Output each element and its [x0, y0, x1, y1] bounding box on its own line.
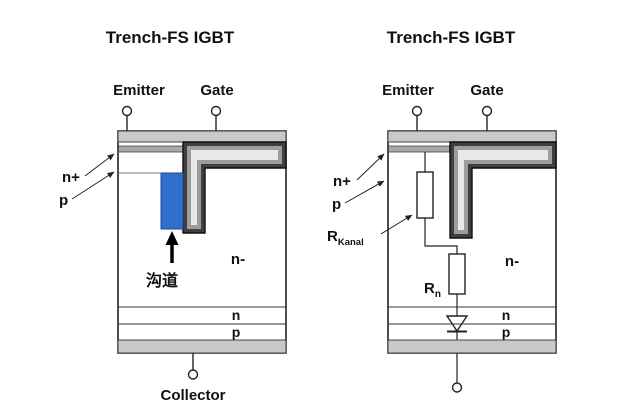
right-pcollector-label: p — [502, 324, 511, 340]
right-collector-terminal-icon — [451, 382, 463, 393]
left-collector-terminal-icon — [187, 369, 199, 380]
right-nplus-callout-arrow — [356, 153, 385, 181]
channel-arrow-head-icon — [165, 231, 179, 245]
rn-label-base: R — [424, 280, 435, 297]
rn-resistor-icon — [448, 253, 466, 295]
right-gate-label: Gate — [470, 82, 503, 99]
rkanal-label-sub: Kanal — [338, 237, 364, 248]
rkanal-label-base: R — [327, 228, 338, 245]
right-emitter-terminal-icon — [411, 105, 423, 117]
right-trench-gate-outer — [449, 141, 557, 239]
right-pbody-callout-arrow — [344, 180, 385, 204]
right-nplus-callout-label: n+ — [333, 173, 351, 190]
left-gate-terminal-icon — [210, 105, 222, 117]
right-nplus-layer — [388, 145, 450, 153]
left-nplus-callout-arrow — [84, 153, 115, 177]
left-ndrift-label: n- — [231, 251, 245, 268]
left-pcollector-label: p — [232, 324, 241, 340]
right-trench-gate-core — [458, 150, 548, 230]
left-collector-label: Collector — [160, 387, 225, 404]
right-fieldstop-label: n — [502, 307, 511, 323]
right-collector-metal — [387, 339, 557, 354]
left-pbody-callout-arrow — [71, 171, 115, 200]
right-ndrift-label: n- — [505, 253, 519, 270]
left-gate-label: Gate — [200, 82, 233, 99]
left-pbody-callout-label: p — [59, 192, 68, 209]
rn-label-sub: n — [435, 289, 441, 300]
right-pbody-callout-label: p — [332, 196, 341, 213]
left-fieldstop-label: n — [232, 307, 241, 323]
right-emitter-label: Emitter — [382, 82, 434, 99]
left-igbt-diagram: Trench-FS IGBT Emitter Gate 沟道 n- n p Co… — [59, 28, 287, 404]
rkanal-to-rn-wire — [424, 218, 458, 254]
left-channel-region — [160, 172, 184, 230]
left-nplus-callout-label: n+ — [62, 169, 80, 186]
left-emitter-metal — [117, 130, 287, 143]
left-emitter-label: Emitter — [113, 82, 165, 99]
left-title: Trench-FS IGBT — [106, 28, 235, 47]
right-emitter-metal — [387, 130, 557, 143]
right-title: Trench-FS IGBT — [387, 28, 516, 47]
left-nplus-layer — [118, 145, 184, 153]
right-igbt-diagram: Trench-FS IGBT Emitter Gate Rn n- n p n+… — [327, 28, 557, 393]
left-trench-gate-core — [191, 150, 278, 225]
rn-label: Rn — [424, 280, 441, 300]
left-emitter-terminal-icon — [121, 105, 133, 117]
rkanal-resistor-icon — [416, 171, 434, 219]
rkanal-callout-arrow — [380, 214, 413, 235]
rkanal-label: RKanal — [327, 228, 364, 248]
left-collector-metal — [117, 339, 287, 354]
left-trench-gate-outer — [182, 141, 287, 234]
left-channel-label: 沟道 — [146, 271, 178, 290]
right-gate-terminal-icon — [481, 105, 493, 117]
